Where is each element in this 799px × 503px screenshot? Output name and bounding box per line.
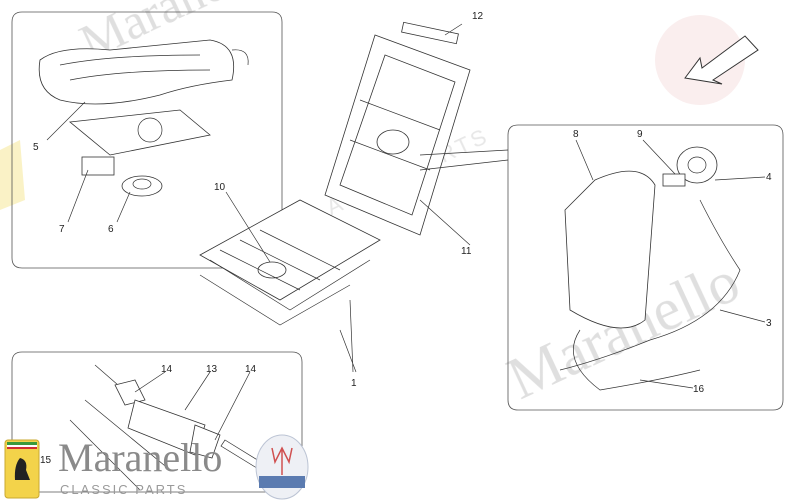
direction-arrow-icon — [684, 35, 759, 85]
callout-10: 10 — [214, 182, 226, 193]
callout-14: 14 — [161, 364, 173, 375]
callout-15: 15 — [40, 455, 52, 466]
ferrari-badge-logo — [4, 439, 40, 499]
backrest-pad-parts — [559, 139, 766, 391]
callout-16: 16 — [693, 384, 705, 395]
ferrari-emblem-faint — [0, 140, 25, 210]
seat-cushion-parts — [38, 39, 249, 223]
callout-7: 7 — [59, 224, 65, 235]
panel-backrest-pad — [507, 124, 784, 411]
callout-13: 13 — [206, 364, 218, 375]
callout-11: 11 — [461, 246, 472, 257]
callout-1: 1 — [351, 378, 357, 389]
logo-brand-text: Maranello — [58, 435, 223, 480]
logo-sub-text: CLASSIC PARTS — [60, 482, 188, 497]
callout-14: 14 — [245, 364, 257, 375]
seat-frame-parts — [199, 21, 509, 373]
callout-4: 4 — [766, 172, 772, 183]
callout-9: 9 — [637, 129, 643, 140]
maserati-badge-logo — [255, 434, 309, 500]
callout-8: 8 — [573, 129, 579, 140]
callout-5: 5 — [33, 142, 39, 153]
callout-3: 3 — [766, 318, 772, 329]
callout-6: 6 — [108, 224, 114, 235]
callout-12: 12 — [472, 11, 484, 22]
